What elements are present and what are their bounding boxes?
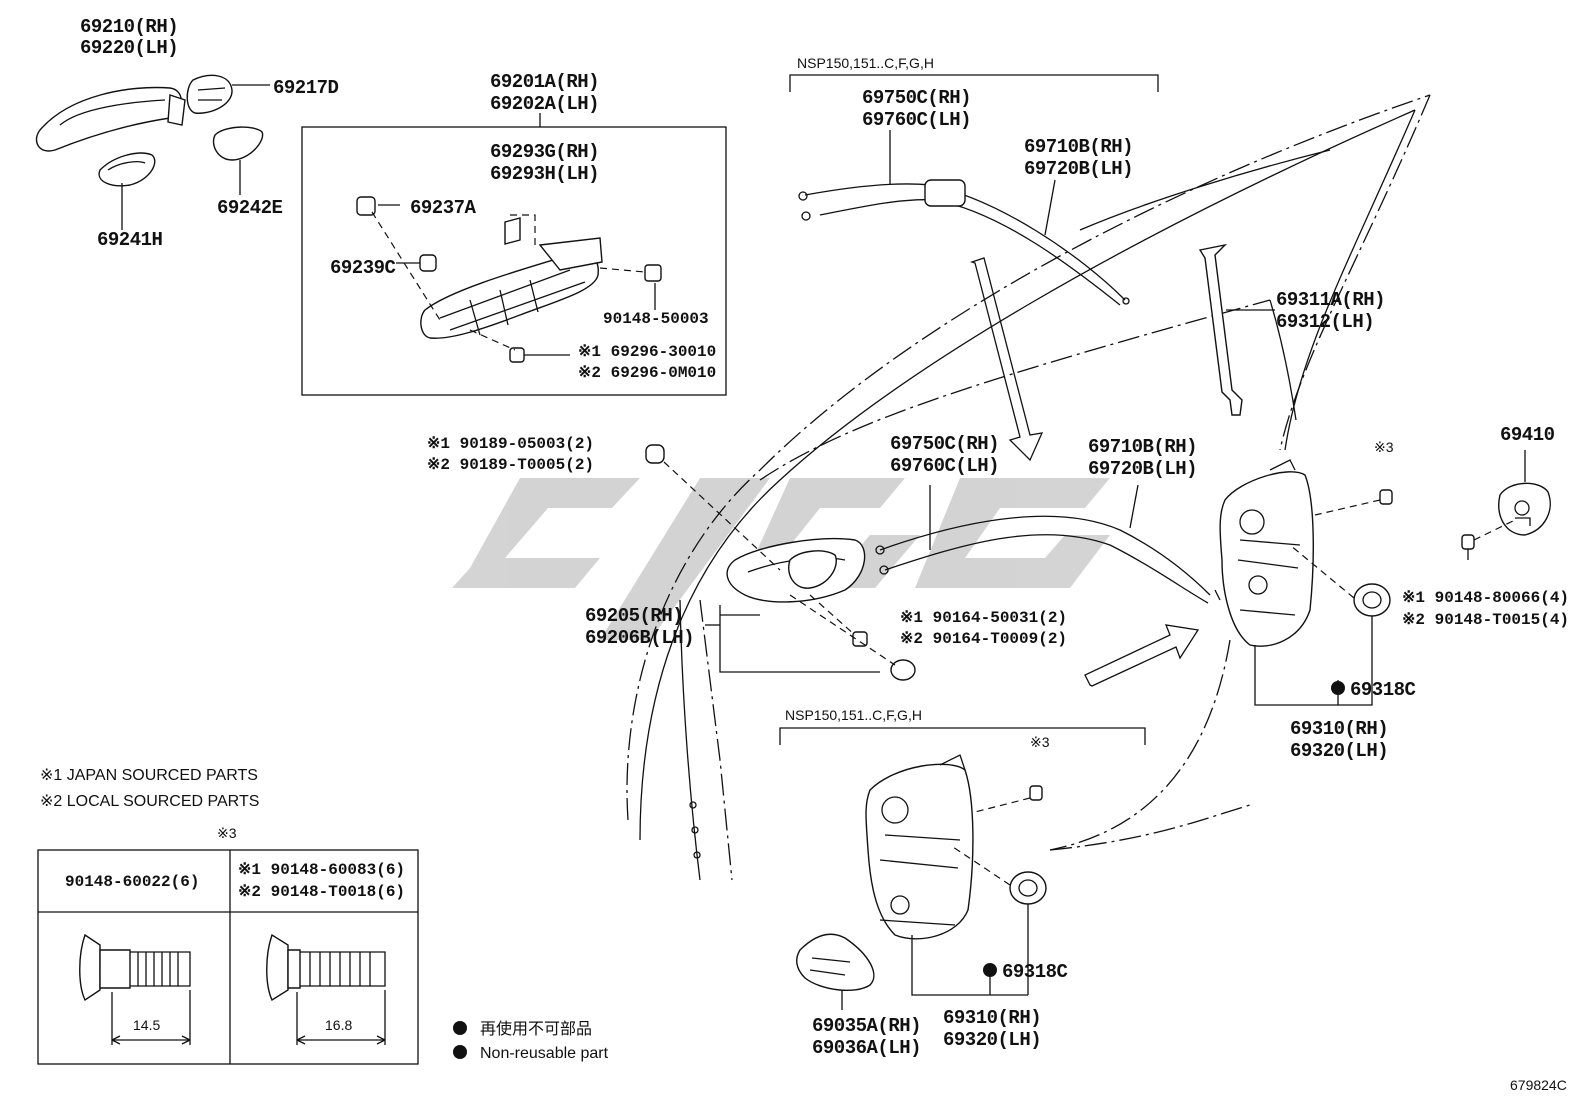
upper-group-bracket: [789, 74, 1159, 92]
striker-69410: [1498, 482, 1551, 536]
label-69320-right: 69320(LH): [1290, 740, 1388, 762]
label-note3-right: ※3: [1374, 439, 1394, 455]
dot-69318C-right: [1331, 681, 1345, 695]
label-69201A: 69201A(RH): [490, 71, 599, 93]
bolt-69239C: [419, 254, 437, 272]
label-69035A: 69035A(RH): [812, 1015, 921, 1037]
table-col2-header-2: ※2 90148-T0018(6): [238, 883, 405, 901]
label-90189-2: ※2 90189-T0005(2): [427, 456, 594, 474]
bolt-90148-80066: [1461, 534, 1475, 550]
label-69296-1: ※1 69296-30010: [578, 343, 716, 361]
lower-group-bracket: [779, 727, 1146, 745]
label-69239C: 69239C: [330, 257, 396, 279]
note-3-mark: ※3: [217, 825, 237, 841]
arrow-down: [969, 257, 1044, 462]
label-69318C-lower: 69318C: [1002, 961, 1068, 983]
bolt-90148-50003: [644, 264, 662, 282]
bolt-69237A: [356, 196, 376, 216]
label-69296-2: ※2 69296-0M010: [578, 364, 716, 382]
clip-90189: [645, 444, 665, 464]
label-69760C-mid: 69760C(LH): [890, 455, 999, 477]
label-90148-T0015: ※2 90148-T0015(4): [1402, 611, 1569, 629]
outside-handle-cover: [35, 86, 186, 152]
table-col1-header: 90148-60022(6): [65, 873, 199, 891]
label-90164-1: ※1 90164-50031(2): [900, 609, 1067, 627]
label-69310-lower: 69310(RH): [943, 1007, 1041, 1029]
arrow-right: [1084, 624, 1200, 687]
lock-rod: [1198, 243, 1243, 416]
label-69242E: 69242E: [217, 197, 283, 219]
legend-en: Non-reusable part: [480, 1045, 609, 1062]
label-group-lower: NSP150,151..C,F,G,H: [785, 707, 922, 723]
bolt-table: [37, 849, 419, 1065]
legend-dot-en: [453, 1045, 467, 1059]
label-69720B-upper: 69720B(LH): [1024, 158, 1133, 180]
cap-inside: [890, 659, 916, 681]
screw-90164: [852, 631, 868, 647]
upper-cables: [798, 179, 1130, 306]
label-69206B: 69206B(LH): [585, 627, 694, 649]
washer-69318C-right: [1353, 583, 1391, 617]
label-69410: 69410: [1500, 424, 1555, 446]
diagram-code: 679824C: [1510, 1077, 1567, 1093]
table-dim-1: 14.5: [133, 1017, 160, 1033]
label-69710B-mid: 69710B(RH): [1088, 436, 1197, 458]
legend-jp: 再使用不可部品: [480, 1020, 592, 1038]
label-69750C-mid: 69750C(RH): [890, 433, 999, 455]
door-outline: [626, 94, 1431, 881]
cover-69035A: [796, 933, 875, 991]
label-69205: 69205(RH): [585, 605, 683, 627]
label-90164-2: ※2 90164-T0009(2): [900, 630, 1067, 648]
note-japan-sourced: ※1 JAPAN SOURCED PARTS: [40, 767, 258, 784]
label-69311A: 69311A(RH): [1276, 289, 1385, 311]
label-90148-80066: ※1 90148-80066(4): [1402, 589, 1569, 607]
label-69210: 69210(RH): [80, 16, 178, 38]
bolt-3-lower: [1029, 785, 1043, 801]
bolt-3-right: [1379, 489, 1393, 505]
label-69220: 69220(LH): [80, 37, 178, 59]
label-90148-50003: 90148-50003: [603, 310, 709, 328]
legend-dot-jp: [453, 1021, 467, 1035]
label-69710B-upper: 69710B(RH): [1024, 136, 1133, 158]
label-69241H: 69241H: [97, 229, 163, 251]
label-69217D: 69217D: [273, 77, 339, 99]
label-69293H: 69293H(LH): [490, 163, 599, 185]
label-69202A: 69202A(LH): [490, 93, 599, 115]
mid-cables: [875, 515, 1211, 604]
dot-69318C-lower: [983, 963, 997, 977]
label-69312: 69312(LH): [1276, 311, 1374, 333]
washer-69318C-lower: [1009, 871, 1047, 905]
label-69760C-upper: 69760C(LH): [862, 109, 971, 131]
note-local-sourced: ※2 LOCAL SOURCED PARTS: [40, 793, 259, 810]
pad-69241H: [98, 152, 156, 187]
label-69036A: 69036A(LH): [812, 1037, 921, 1059]
watermark-logo: [452, 478, 1110, 640]
table-col2-header-1: ※1 90148-60083(6): [238, 861, 405, 879]
handle-cap-69217D: [186, 74, 233, 114]
door-lock-assy-right: [1219, 459, 1314, 647]
inside-handle-69205: [726, 538, 866, 603]
handle-frame-assy: [420, 217, 603, 339]
label-69318C-right: 69318C: [1350, 679, 1416, 701]
door-lock-assy-lower: [865, 754, 974, 940]
handle-frame-box: [301, 126, 727, 396]
label-69750C-upper: 69750C(RH): [862, 87, 971, 109]
label-69320-lower: 69320(LH): [943, 1029, 1041, 1051]
label-69310-right: 69310(RH): [1290, 718, 1388, 740]
label-69293G: 69293G(RH): [490, 141, 599, 163]
label-note3-lower: ※3: [1030, 734, 1050, 750]
label-group-upper: NSP150,151..C,F,G,H: [797, 55, 934, 71]
pad-69242E: [212, 126, 264, 161]
bolt-69296: [509, 347, 525, 363]
label-69720B-mid: 69720B(LH): [1088, 458, 1197, 480]
table-dim-2: 16.8: [325, 1017, 352, 1033]
label-90189-1: ※1 90189-05003(2): [427, 435, 594, 453]
label-69237A: 69237A: [410, 197, 477, 219]
